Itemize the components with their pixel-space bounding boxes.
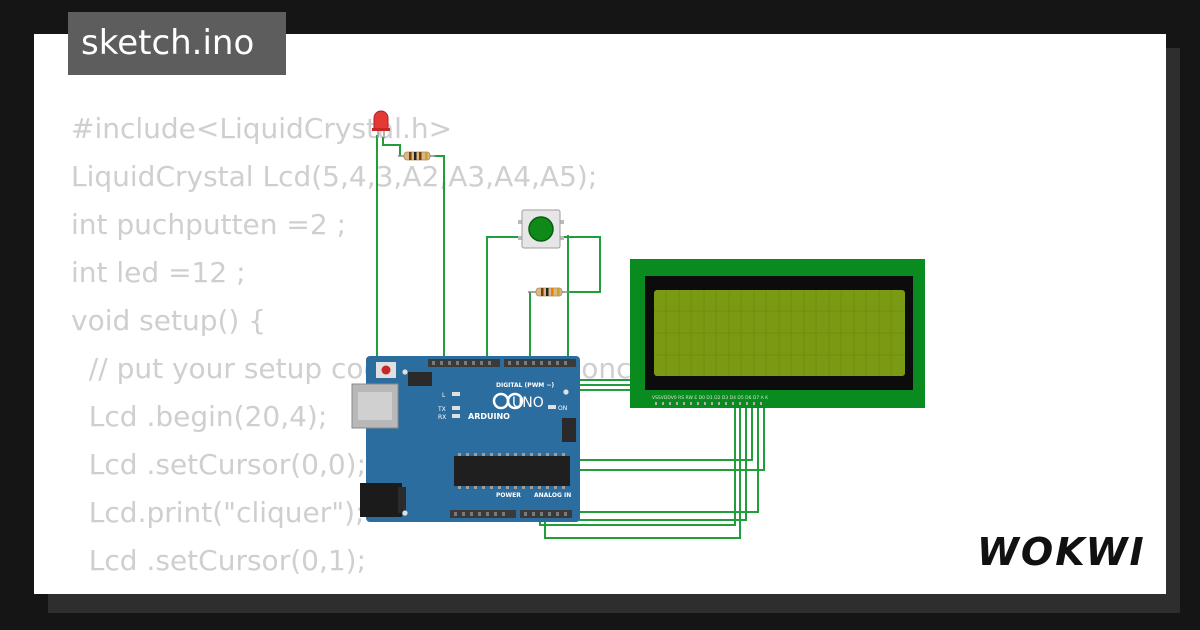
code-line: Lcd .setCursor(0,0);: [71, 448, 367, 481]
on-led: [548, 405, 556, 409]
lcd-pin-labels: VSSVDDV0 RS RW E D0 D1 D2 D3 D4 D5 D6 D7…: [652, 395, 769, 401]
lcd-char-grid: [654, 290, 905, 376]
code-line: void setup() {: [71, 304, 267, 337]
wire-lcd-vss[interactable]: [575, 396, 753, 461]
code-line: Lcd.print("cliquer");: [71, 496, 365, 529]
code-line: int led =12 ;: [71, 256, 246, 289]
wire-button-left[interactable]: [486, 236, 523, 365]
code-line: Lcd .begin(20,4);: [71, 400, 328, 433]
power-label: POWER: [496, 492, 521, 499]
arduino-logo-icon: [492, 392, 524, 410]
code-line: Lcd .setCursor(0,1);: [71, 544, 367, 577]
file-name-tab[interactable]: sketch.ino: [68, 12, 286, 75]
svg-text:TX: TX: [437, 406, 446, 413]
svg-text:L: L: [442, 392, 446, 399]
svg-text:RX: RX: [438, 414, 446, 421]
wire-led-resistor[interactable]: [382, 137, 401, 156]
wire-lcd-d7-a5[interactable]: [565, 396, 759, 513]
push-button[interactable]: [518, 209, 564, 249]
icsp-header: [408, 372, 432, 386]
analog-label: ANALOG IN: [534, 492, 571, 499]
on-label: ON: [558, 405, 567, 412]
resistor-button[interactable]: [528, 287, 570, 297]
preview-card: #include<LiquidCrystal.h>LiquidCrystal L…: [34, 34, 1166, 594]
lcd-pins: [655, 402, 762, 405]
wire-button-right[interactable]: [561, 236, 601, 293]
wokwi-logo-text: WOKWI: [977, 530, 1146, 574]
power-jack: [360, 483, 402, 517]
lcd-display[interactable]: VSSVDDV0 RS RW E D0 D1 D2 D3 D4 D5 D6 D7…: [630, 259, 925, 408]
digital-label: DIGITAL (PWM ~): [496, 382, 554, 389]
arduino-brand: ARDUINO: [468, 412, 510, 421]
code-editor: #include<LiquidCrystal.h>LiquidCrystal L…: [71, 105, 658, 591]
wire-lcd-d6-a4[interactable]: [555, 396, 747, 521]
arduino-uno-board[interactable]: DIGITAL (PWM ~) L TX RX ARDUINO UNO ON: [351, 356, 580, 522]
red-led[interactable]: [372, 110, 390, 138]
wokwi-logo: WOKWI: [977, 530, 1146, 574]
microcontroller-chip: [454, 456, 570, 486]
wire-resistor-led-pin[interactable]: [434, 155, 445, 365]
resistor-led[interactable]: [398, 151, 436, 161]
code-line: int puchputten =2 ;: [71, 208, 347, 241]
code-line: LiquidCrystal Lcd(5,4,3,A2,A3,A4,A5);: [71, 160, 598, 193]
status-leds: L TX RX: [437, 392, 460, 421]
board-model: UNO: [512, 395, 544, 411]
power-header[interactable]: [450, 510, 572, 518]
digital-header[interactable]: [428, 359, 576, 367]
wire-lcd-vdd[interactable]: [575, 396, 765, 471]
